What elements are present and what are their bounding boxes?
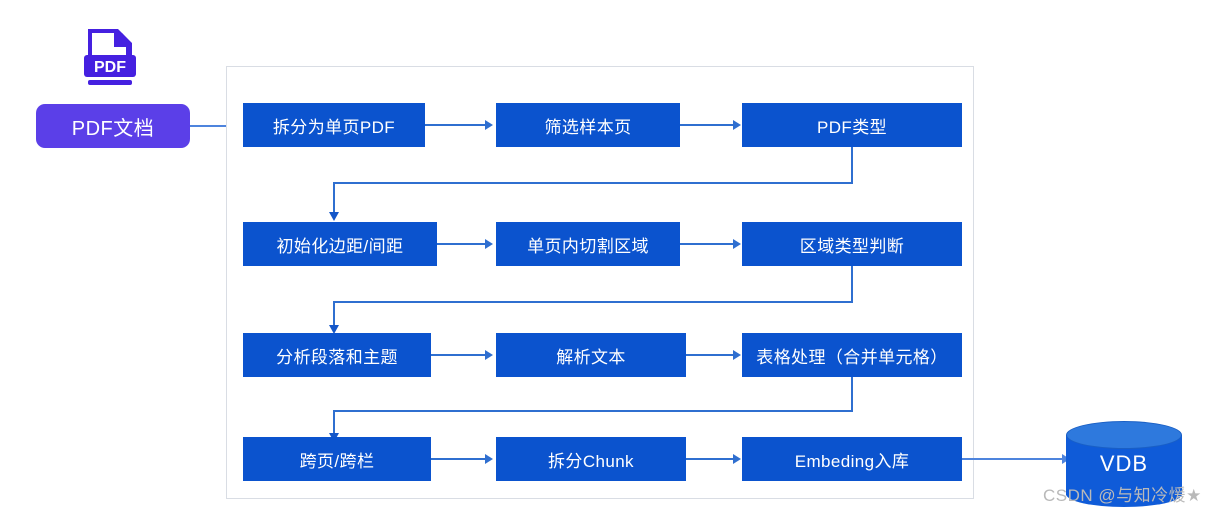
connector-row1-to-row2-across: [333, 182, 853, 184]
node-label: 区域类型判断: [799, 236, 905, 256]
connector-row1-c1-c2: [425, 124, 487, 126]
connector-row3-to-row4-down: [851, 377, 853, 411]
arrowhead-row3-c1-c2: [485, 350, 493, 360]
connector-row1-c2-c3: [680, 124, 734, 126]
connector-row2-to-row3-across: [333, 301, 853, 303]
node-row1-col2[interactable]: 筛选样本页: [496, 103, 680, 147]
source-node-pdf-document[interactable]: PDF文档: [36, 104, 190, 148]
connector-row4-to-vdb: [962, 458, 1066, 460]
connector-row3-c2-c3: [686, 354, 734, 356]
node-row4-col1[interactable]: 跨页/跨栏: [243, 437, 431, 481]
arrowhead-row3-c2-c3: [733, 350, 741, 360]
node-label: 解析文本: [556, 347, 626, 367]
source-node-label: PDF文档: [71, 117, 155, 140]
svg-text:PDF: PDF: [94, 59, 126, 76]
watermark-text: CSDN @与知冷煖★: [1043, 486, 1202, 505]
vdb-cylinder-top: [1066, 421, 1182, 449]
arrowhead-row1-c1-c2: [485, 120, 493, 130]
connector-row4-c1-c2: [431, 458, 487, 460]
connector-row3-to-row4-drop: [333, 410, 335, 438]
node-row3-col1[interactable]: 分析段落和主题: [243, 333, 431, 377]
arrowhead-row4-c1-c2: [485, 454, 493, 464]
node-label: 筛选样本页: [544, 117, 632, 137]
connector-row3-c1-c2: [431, 354, 487, 356]
connector-row2-c1-c2: [437, 243, 487, 245]
connector-row4-c2-c3: [686, 458, 734, 460]
node-label: 跨页/跨栏: [299, 451, 375, 471]
arrowhead-row2-c1-c2: [485, 239, 493, 249]
node-label: 单页内切割区域: [527, 236, 649, 256]
connector-row1-to-row2-drop: [333, 182, 335, 214]
pdf-file-icon: PDF: [82, 26, 138, 92]
node-label: 初始化边距/间距: [276, 236, 404, 256]
node-label: Embeding入库: [794, 451, 910, 471]
sink-node-vdb[interactable]: VDB: [1066, 421, 1182, 507]
connector-row2-c2-c3: [680, 243, 734, 245]
vdb-label: VDB: [1099, 451, 1149, 476]
node-label: PDF类型: [817, 117, 887, 137]
node-label: 分析段落和主题: [276, 347, 398, 367]
node-row3-col2[interactable]: 解析文本: [496, 333, 686, 377]
node-row1-col3[interactable]: PDF类型: [742, 103, 962, 147]
node-label: 表格处理（合并单元格）: [756, 347, 948, 367]
arrowhead-row1-c2-c3: [733, 120, 741, 130]
node-label: 拆分Chunk: [548, 451, 634, 471]
node-row1-col1[interactable]: 拆分为单页PDF: [243, 103, 425, 147]
node-label: 拆分为单页PDF: [272, 117, 396, 137]
arrowhead-row4-c2-c3: [733, 454, 741, 464]
connector-row2-to-row3-drop: [333, 301, 335, 331]
connector-row3-to-row4-across: [333, 410, 853, 412]
node-row2-col3[interactable]: 区域类型判断: [742, 222, 962, 266]
arrowhead-row2-c2-c3: [733, 239, 741, 249]
arrowhead-row2-to-row3: [329, 325, 339, 334]
node-row2-col2[interactable]: 单页内切割区域: [496, 222, 680, 266]
node-row3-col3[interactable]: 表格处理（合并单元格）: [742, 333, 962, 377]
connector-source-to-row1: [190, 125, 236, 127]
arrowhead-row1-to-row2: [329, 212, 339, 221]
node-row4-col3[interactable]: Embeding入库: [742, 437, 962, 481]
connector-row1-to-row2-down: [851, 147, 853, 183]
connector-row2-to-row3-down: [851, 266, 853, 302]
node-row2-col1[interactable]: 初始化边距/间距: [243, 222, 437, 266]
node-row4-col2[interactable]: 拆分Chunk: [496, 437, 686, 481]
